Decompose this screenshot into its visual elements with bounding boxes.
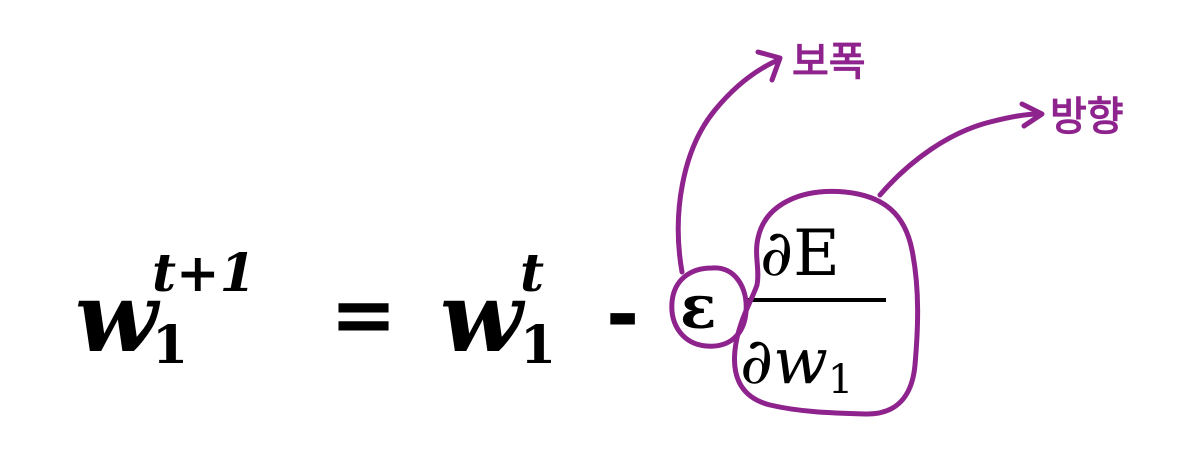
direction-arrow <box>877 111 1043 198</box>
denominator-weight-symbol: w <box>773 325 828 399</box>
epsilon-highlight-circle <box>669 265 749 349</box>
step-size-label: 보폭 <box>792 39 866 85</box>
rhs-superscript: t <box>520 243 545 304</box>
rhs-weight-symbol: w <box>440 261 523 374</box>
lhs-weight-symbol: w <box>75 261 158 374</box>
step-size-arrow <box>675 57 781 275</box>
fraction-bar <box>748 298 886 302</box>
minus-sign: - <box>606 268 640 361</box>
numerator-partial-symbol: ∂ <box>760 217 794 291</box>
step-size-arrowhead <box>755 49 783 83</box>
equals-sign: = <box>330 268 398 361</box>
numerator-error-symbol: E <box>793 217 840 291</box>
direction-arrowhead <box>1019 101 1045 129</box>
learning-rate-symbol: ε <box>680 273 717 343</box>
lhs-subscript: 1 <box>152 315 189 376</box>
gradient-numerator: ∂E <box>760 222 840 286</box>
direction-label: 방향 <box>1050 94 1124 140</box>
rhs-subscript: 1 <box>520 315 557 376</box>
gradient-denominator: ∂w1 <box>740 330 853 400</box>
gradient-highlight-blob <box>731 188 921 417</box>
denominator-partial-symbol: ∂ <box>740 325 774 399</box>
denominator-subscript: 1 <box>827 357 854 403</box>
lhs-superscript: t+1 <box>152 243 256 304</box>
